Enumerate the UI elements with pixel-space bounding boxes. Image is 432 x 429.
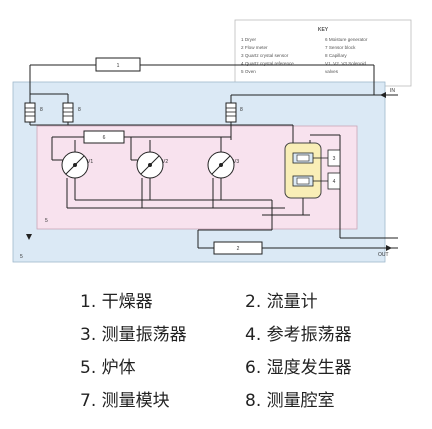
key-item-valves-cont: valves	[325, 69, 339, 74]
reference-tag	[327, 172, 341, 190]
key-item-7: 7 Sensor block	[325, 45, 356, 50]
out-label: OUT	[378, 252, 389, 258]
capillary-a	[24, 102, 36, 123]
oven-zone-label: 5	[45, 218, 48, 224]
capillary-b-label: 8	[78, 107, 81, 113]
flow-arrows	[26, 92, 392, 251]
gas-flow-diagram: KEY 1 Dryer 2 Flow meter 3 Quartz crysta…	[12, 19, 412, 263]
valve-v2-label: V2	[162, 159, 168, 165]
sensor-tag	[327, 149, 341, 167]
key-item-valves: V1, V2, V3 Solenoid	[325, 61, 367, 66]
legend-item-6: 6. 湿度发生器	[245, 358, 352, 378]
key-box: KEY 1 Dryer 2 Flow meter 3 Quartz crysta…	[234, 19, 412, 87]
key-title: KEY	[318, 27, 329, 33]
legend-item-8: 8. 测量腔室	[245, 391, 335, 411]
legend-item-1: 1. 干燥器	[80, 292, 153, 312]
moisture-generator-label: 6	[103, 135, 106, 141]
legend-item-5: 5. 炉体	[80, 358, 136, 378]
key-item-4: 4 Quartz crystal reference	[241, 61, 294, 66]
legend-item-7: 7. 测量模块	[80, 391, 170, 411]
capillary-c	[225, 102, 237, 123]
key-item-5: 5 Oven	[241, 69, 256, 74]
valve-v3	[207, 151, 235, 179]
in-label: IN	[390, 88, 395, 94]
sensor-block	[284, 142, 322, 199]
quartz-reference	[292, 175, 314, 187]
sensor-tag-label: 3	[333, 156, 336, 162]
valve-v3-label: V3	[233, 159, 239, 165]
valve-v1	[61, 151, 89, 179]
key-item-2: 2 Flow meter	[241, 45, 268, 50]
dryer	[95, 57, 141, 72]
legend-item-2: 2. 流量计	[245, 292, 318, 312]
flow-meter-label: 2	[237, 246, 240, 252]
valve-v2	[136, 151, 164, 179]
legend-item-4: 4. 参考振荡器	[245, 325, 352, 345]
key-item-3: 3 Quartz crystal sensor	[241, 53, 289, 58]
legend-item-3: 3. 测量振荡器	[80, 325, 187, 345]
enclosure-label: 5	[20, 254, 23, 260]
capillary-a-label: 8	[40, 107, 43, 113]
quartz-sensor	[292, 152, 314, 164]
capillary-b	[62, 102, 74, 123]
key-item-1: 1 Dryer	[241, 37, 257, 42]
capillary-c-label: 8	[240, 107, 243, 113]
reference-tag-label: 4	[333, 179, 336, 185]
valve-v1-label: V1	[87, 159, 93, 165]
flow-meter	[213, 241, 263, 255]
dryer-label: 1	[117, 63, 120, 69]
key-item-8: 8 Capillary	[325, 53, 347, 58]
moisture-generator	[83, 130, 125, 144]
key-item-6: 6 Moisture generator	[325, 37, 368, 42]
